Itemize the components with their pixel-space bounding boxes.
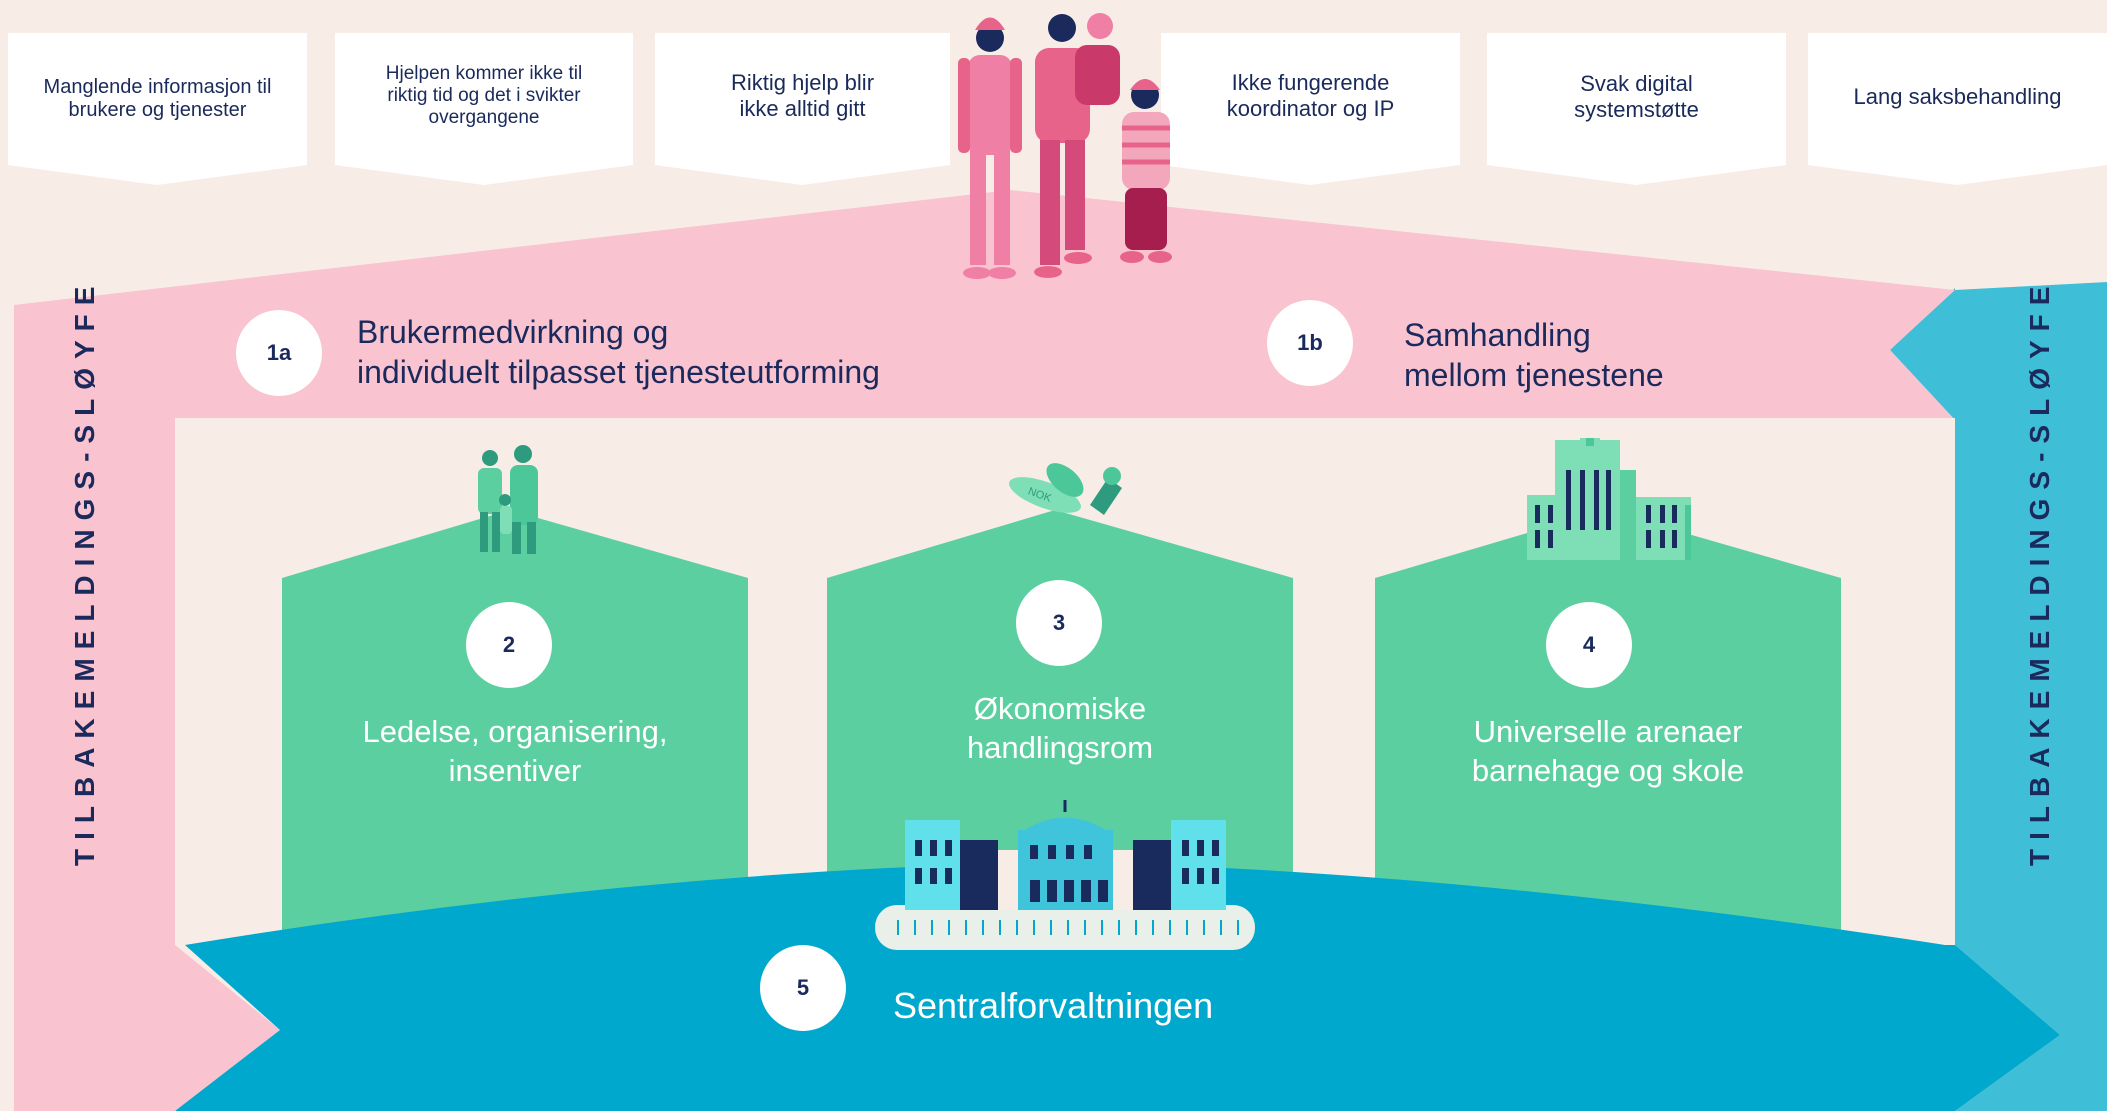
pillar-4-line-2: barnehage og skole <box>1471 752 1745 788</box>
label-1a-line-1: Brukermedvirkning og <box>357 314 669 350</box>
pillar-2-label: Ledelse, organisering, insentiver <box>282 713 748 791</box>
problem-4-line-2: koordinator og IP <box>1226 95 1395 121</box>
badge-5: 5 <box>760 945 846 1031</box>
problem-5-line-1: Svak digital <box>1580 71 1693 96</box>
problem-card-3 <box>655 33 950 185</box>
pillar-2-line-2: insentiver <box>448 752 582 788</box>
problem-card-4 <box>1161 33 1460 185</box>
pillar-4-line-1: Universelle arenaer <box>1473 714 1743 749</box>
problem-3-line-2: ikke alltid gitt <box>739 95 866 121</box>
problem-card-1 <box>8 33 307 185</box>
money-icon: NOK <box>1009 463 1122 515</box>
problem-2-line-3: overgangene <box>428 106 540 128</box>
feedback-loop-right-band <box>1955 282 2107 1111</box>
pillar-4-shape <box>1375 510 1841 945</box>
label-1a: Brukermedvirkning og individuelt tilpass… <box>357 312 880 392</box>
bottom-band-label: Sentralforvaltningen <box>893 985 1214 1026</box>
problem-1-line-1: Manglende informasjon til <box>43 76 272 98</box>
feedback-loop-right-arrow <box>1890 288 1955 420</box>
problem-2-line-2: riktig tid og det i svikter <box>387 84 581 106</box>
blue-base-band <box>175 862 2060 1111</box>
problem-card-6 <box>1808 33 2107 185</box>
problem-card-5 <box>1487 33 1786 185</box>
label-1b: Samhandling mellom tjenestene <box>1404 315 1664 395</box>
problem-3-line-1: Riktig hjelp blir <box>730 69 875 95</box>
badge-3: 3 <box>1016 580 1102 666</box>
problem-1-line-2: brukere og tjenester <box>68 99 247 121</box>
problem-card-6-text: Lang saksbehandling <box>1808 33 2107 161</box>
label-1b-line-2: mellom tjenestene <box>1404 357 1664 393</box>
school-building-icon <box>1527 438 1691 560</box>
badge-1a: 1a <box>236 310 322 396</box>
pillar-3-label: Økonomiske handlingsrom <box>827 690 1293 768</box>
badge-2: 2 <box>466 602 552 688</box>
problem-5-line-2: systemstøtte <box>1574 97 1699 122</box>
feedback-loop-left-label: TILBAKEMELDINGS-SLØYFE <box>69 277 100 866</box>
pillar-4-label: Universelle arenaer barnehage og skole <box>1375 713 1841 791</box>
problem-6-line-1: Lang saksbehandling <box>1853 84 2062 109</box>
pillar-2-shape <box>282 510 748 945</box>
pillar-3-line-2: handlingsrom <box>966 729 1154 765</box>
pillar-3-line-1: Økonomiske <box>973 691 1147 726</box>
family-icon <box>478 445 538 554</box>
problem-4-line-1: Ikke fungerende <box>1231 69 1390 95</box>
problem-cards <box>8 33 2107 185</box>
feedback-loop-right-label: TILBAKEMELDINGS-SLØYFE <box>2024 277 2055 866</box>
problem-card-2 <box>335 33 633 185</box>
label-1a-line-2: individuelt tilpasset tjenesteutforming <box>357 354 880 390</box>
problem-2-line-1: Hjelpen kommer ikke til <box>385 62 583 84</box>
pillar-2-line-1: Ledelse, organisering, <box>362 714 668 749</box>
parliament-icon <box>875 800 1255 950</box>
pink-roof-band <box>14 190 1955 1111</box>
badge-4: 4 <box>1546 602 1632 688</box>
badge-1b: 1b <box>1267 300 1353 386</box>
label-1b-line-1: Samhandling <box>1404 317 1591 353</box>
people-icon <box>958 13 1172 279</box>
